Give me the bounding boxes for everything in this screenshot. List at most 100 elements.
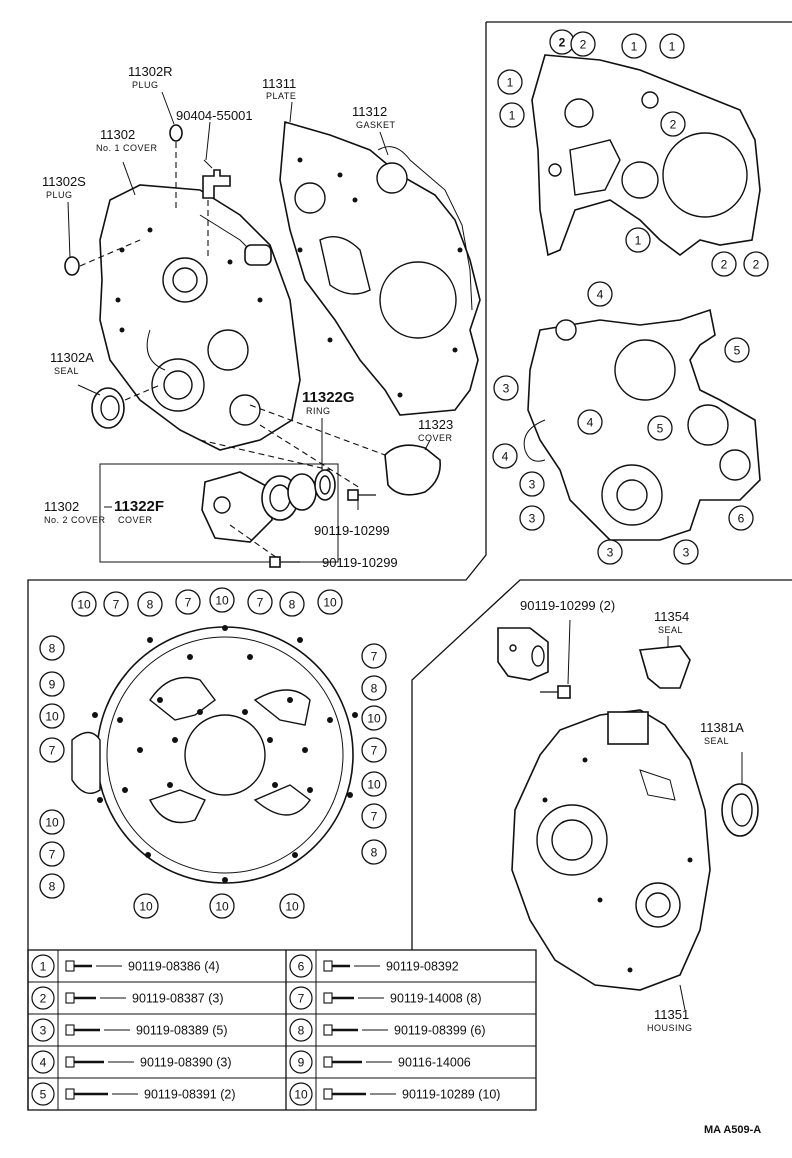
panel-c-callout-number: 8 (49, 642, 56, 656)
table-ref-circle (289, 986, 313, 1010)
panel-c-callout-circle (175, 589, 201, 615)
panel-c-callout-number: 10 (285, 900, 299, 914)
panel-b-callout-circle (647, 415, 673, 441)
label-11302A-name: SEAL (54, 366, 79, 376)
panel-c-callout-circle (209, 893, 235, 919)
panel-c-callout-circle (361, 643, 387, 669)
panel-b-callout-circle (673, 539, 699, 565)
plate-11311-drawing (279, 101, 481, 416)
plate-callout-a-drawing (531, 54, 761, 257)
panel-c-callout-circle (71, 591, 97, 617)
table-ref-number: 1 (40, 960, 47, 974)
panel-a-callout-circle (711, 251, 737, 277)
panel-b-callout-circle (492, 443, 518, 469)
panel-c-callout-number: 8 (371, 682, 378, 696)
panel-c-callout-circle (39, 873, 65, 899)
panel-c-callout-circle (361, 771, 387, 797)
panel-a-callout-number: 1 (669, 40, 676, 54)
panel-b-callout-number: 3 (529, 512, 536, 526)
panel-c-callout-number: 10 (215, 900, 229, 914)
panel-c-callout-circle (247, 589, 273, 615)
label-11381A-number: 11381A (700, 720, 744, 735)
table-ref-circle (31, 1018, 55, 1042)
panel-b-callout-number: 3 (607, 546, 614, 560)
table-ref-number: 10 (294, 1088, 308, 1102)
panel-c-callout-number: 10 (367, 778, 381, 792)
panel-b-callout-number: 5 (734, 344, 741, 358)
panel-b-callout-circle (724, 337, 750, 363)
table-part-number: 90116-14006 (398, 1056, 471, 1070)
panel-c-callout-number: 7 (185, 596, 192, 610)
plate-callout-b-drawing (523, 308, 761, 541)
bolt-icon (323, 1056, 333, 1068)
panel-a-callout-circle (743, 251, 769, 277)
no2-cover-assembly-drawing (99, 404, 442, 568)
table-part-number: 90119-08392 (386, 960, 459, 974)
panel-a-callout-number: 1 (507, 76, 514, 90)
label-11322G-name: RING (306, 406, 331, 416)
panel-c-callout-number: 7 (371, 810, 378, 824)
diagram-code: MA A509-A (704, 1124, 761, 1136)
panel-c-callout-number: 10 (45, 710, 59, 724)
label-11322F-name: COVER (118, 515, 153, 525)
label-11302-no2-number: 11302 (44, 499, 79, 514)
label-11302R-name: PLUG (132, 80, 159, 90)
label-11302-name: No. 1 COVER (96, 143, 158, 153)
housing-plate-drawing (71, 625, 358, 884)
label-11311-name: PLATE (266, 91, 296, 101)
panel-b-callout-circle (587, 281, 613, 307)
panel-a-callout-circle (570, 31, 596, 57)
bolt-icon (65, 992, 75, 1004)
panel-a-callout-number: 2 (753, 258, 760, 272)
label-11351-number: 11351 (654, 1007, 689, 1022)
label-11351-name: HOUSING (647, 1023, 693, 1033)
label-11311-number: 11311 (262, 76, 296, 91)
panel-b-callout-number: 4 (597, 288, 604, 302)
table-part-number: 90119-08390 (3) (140, 1056, 232, 1070)
panel-c-callout-circle (279, 893, 305, 919)
table-ref-circle (289, 1018, 313, 1042)
panel-b-callout-number: 4 (587, 416, 594, 430)
panel-b-callout-number: 4 (502, 450, 509, 464)
panel-c-callout-circle (361, 737, 387, 763)
panel-b-callout-circle (519, 505, 545, 531)
panel-c-callout-circle (39, 841, 65, 867)
panel-c-callout-circle (317, 589, 343, 615)
panel-b-callout-number: 6 (738, 512, 745, 526)
table-ref-number: 6 (298, 960, 305, 974)
panel-a-callout-number: 2 (559, 36, 566, 50)
panel-c-callout-number: 10 (77, 598, 91, 612)
panel-a-callout-circle (625, 227, 651, 253)
panel-c-callout-number: 10 (367, 712, 381, 726)
panel-a-callout-number: 2 (670, 118, 677, 132)
table-ref-number: 5 (40, 1088, 47, 1102)
panel-c-callout-circle (361, 803, 387, 829)
table-ref-circle (31, 954, 55, 978)
table-ref-circle (31, 1050, 55, 1074)
panel-c-callout-circle (361, 675, 387, 701)
label-11302A-number: 11302A (50, 350, 94, 365)
panel-c-callout-circle (279, 591, 305, 617)
panel-c-callout-number: 10 (45, 816, 59, 830)
label-90119-10299-2: 90119-10299 (2) (520, 598, 615, 613)
panel-c-callout-circle (103, 591, 129, 617)
panel-b-callout-number: 3 (503, 382, 510, 396)
panel-c-callout-circle (39, 809, 65, 835)
bolt-icon (323, 992, 333, 1004)
panel-c-callout-number: 10 (139, 900, 153, 914)
table-ref-number: 2 (40, 992, 47, 1006)
panel-a-callout-number: 1 (635, 234, 642, 248)
label-90119-10299-a: 90119-10299 (314, 523, 390, 538)
panel-c-callout-number: 7 (113, 598, 120, 612)
panel-c-callout-number: 8 (147, 598, 154, 612)
panel-c-callout-number: 10 (323, 596, 337, 610)
panel-c-callout-number: 8 (289, 598, 296, 612)
table-ref-number: 3 (40, 1024, 47, 1038)
panel-b-callout-circle (728, 505, 754, 531)
table-part-number: 90119-08391 (2) (144, 1088, 236, 1102)
panel-a-callout-circle (499, 102, 525, 128)
panel-b-callout-number: 5 (657, 422, 664, 436)
table-ref-circle (31, 986, 55, 1010)
bolt-90119-10299-a (347, 489, 376, 501)
